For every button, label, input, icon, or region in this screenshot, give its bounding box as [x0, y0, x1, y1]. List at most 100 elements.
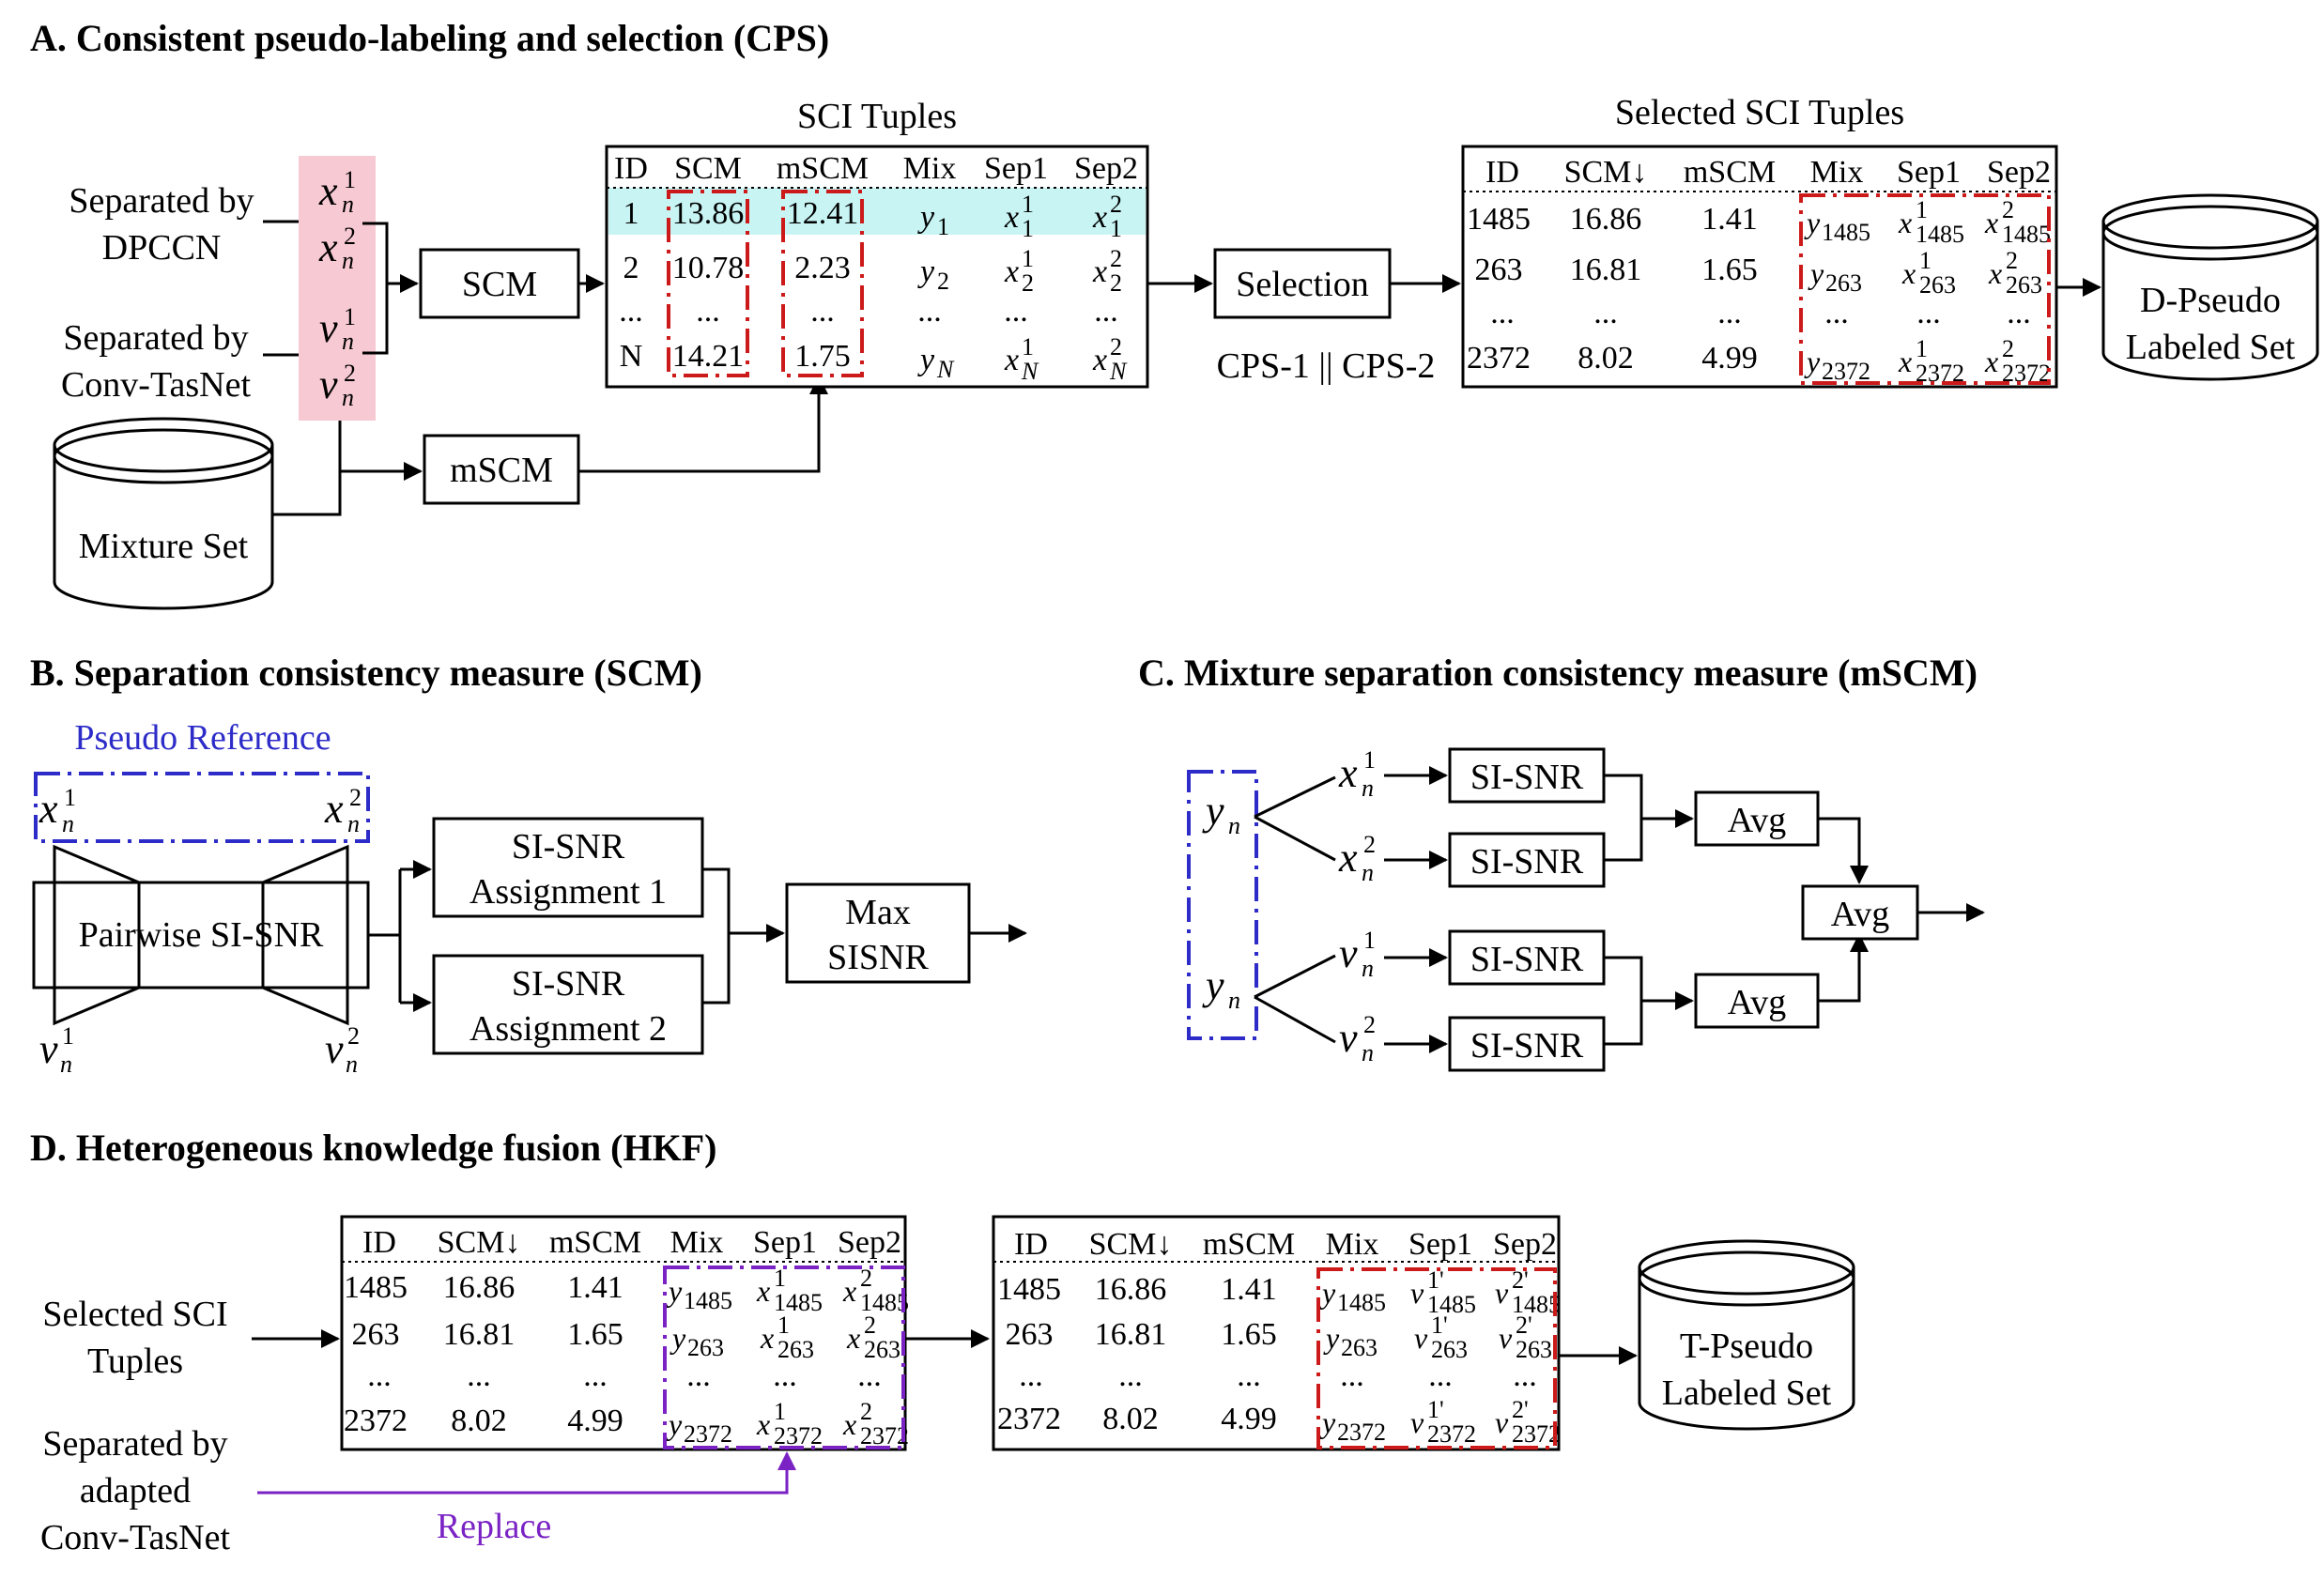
svg-text:Selection: Selection — [1236, 265, 1368, 304]
svg-text:1: 1 — [1919, 247, 1932, 274]
section-a-title: A. Consistent pseudo-labeling and select… — [30, 17, 829, 59]
svg-text:...: ... — [1004, 294, 1028, 329]
scm-column-highlight — [667, 190, 749, 377]
svg-text:...: ... — [1916, 296, 1941, 330]
svg-text:Sep2: Sep2 — [838, 1225, 901, 1260]
svg-text:...: ... — [1513, 1358, 1537, 1393]
svg-text:Mix: Mix — [903, 151, 957, 186]
mix-y-top: y n — [1202, 788, 1240, 839]
svg-text:v: v — [319, 361, 338, 407]
svg-text:2: 2 — [1110, 333, 1122, 360]
svg-text:mSCM: mSCM — [450, 451, 553, 490]
svg-text:x: x — [318, 168, 338, 214]
svg-text:y: y — [1319, 1405, 1336, 1439]
svg-text:SCM: SCM — [674, 151, 742, 186]
hkf-after-row-ellipsis: ... ... ... ... ... ... — [1019, 1358, 1537, 1393]
svg-text:1: 1 — [344, 303, 356, 330]
svg-text:2.23: 2.23 — [794, 251, 851, 285]
svg-text:n: n — [342, 384, 354, 411]
svg-text:1485: 1485 — [997, 1272, 1061, 1307]
svg-text:Mix: Mix — [1810, 155, 1864, 190]
svg-text:v: v — [325, 1026, 344, 1072]
svg-text:v: v — [319, 305, 338, 351]
svg-text:1: 1 — [1022, 245, 1034, 272]
est-v1: v 1 n — [39, 1022, 74, 1078]
svg-text:y: y — [1202, 962, 1224, 1008]
pairwise-left-wedge — [53, 844, 141, 1026]
svg-text:ID: ID — [1014, 1227, 1048, 1262]
svg-text:2: 2 — [937, 268, 949, 295]
svg-text:Mixture Set: Mixture Set — [79, 527, 249, 566]
svg-text:SCM↓: SCM↓ — [1089, 1227, 1173, 1262]
svg-text:n: n — [1362, 1039, 1374, 1066]
svg-text:mSCM: mSCM — [1203, 1227, 1295, 1262]
svg-text:...: ... — [1340, 1358, 1364, 1393]
convtasnet-label-line2: Conv-TasNet — [61, 365, 252, 405]
svg-text:...: ... — [1118, 1358, 1143, 1393]
svg-text:1.65: 1.65 — [1701, 253, 1758, 287]
hkf-replace-highlight — [663, 1266, 905, 1450]
svg-text:2: 2 — [864, 1312, 876, 1339]
svg-text:1485: 1485 — [1427, 1291, 1476, 1318]
svg-text:1: 1 — [1363, 746, 1376, 774]
c-sisnr-box-1 — [1448, 747, 1606, 804]
svg-text:...: ... — [1824, 296, 1849, 330]
svg-text:n: n — [1362, 775, 1374, 802]
svg-text:n: n — [1362, 955, 1374, 982]
svg-text:Mix: Mix — [670, 1225, 724, 1260]
svg-text:mSCM: mSCM — [549, 1225, 641, 1260]
svg-text:1: 1 — [937, 213, 949, 240]
svg-text:Max: Max — [845, 893, 911, 932]
svg-text:Avg: Avg — [1728, 801, 1787, 840]
max-sisnr-box — [785, 882, 971, 984]
svg-text:y: y — [1319, 1276, 1336, 1310]
mixture-link — [272, 421, 342, 516]
svg-text:v: v — [1339, 1015, 1358, 1061]
svg-text:SCM↓: SCM↓ — [1564, 155, 1648, 190]
svg-text:Labeled Set: Labeled Set — [2126, 328, 2296, 367]
svg-text:v: v — [1410, 1276, 1424, 1310]
svg-text:Assignment 2: Assignment 2 — [469, 1009, 667, 1049]
svg-text:Mix: Mix — [1326, 1227, 1379, 1262]
svg-text:2372: 2372 — [684, 1420, 732, 1448]
section-b: Pseudo Reference x 1 n x 2 n Pairwise SI… — [32, 718, 1027, 1078]
svg-text:...: ... — [917, 294, 942, 329]
svg-text:y: y — [1804, 345, 1821, 378]
svg-text:...: ... — [810, 294, 835, 329]
svg-text:263: 263 — [2006, 271, 2042, 299]
svg-text:Pairwise SI-SNR: Pairwise SI-SNR — [79, 915, 324, 955]
svg-text:x: x — [756, 1274, 770, 1308]
svg-text:1: 1 — [1022, 333, 1034, 360]
svg-text:y: y — [917, 343, 935, 377]
svg-text:D-Pseudo: D-Pseudo — [2140, 281, 2281, 320]
svg-text:x: x — [1984, 206, 1998, 239]
svg-text:4.99: 4.99 — [1221, 1402, 1277, 1436]
svg-text:y: y — [1202, 788, 1224, 834]
svg-text:1: 1 — [1022, 215, 1034, 242]
svg-text:x: x — [1898, 345, 1912, 378]
svg-text:x: x — [1338, 835, 1358, 881]
svg-text:263: 263 — [864, 1336, 900, 1363]
svg-text:1485: 1485 — [774, 1289, 823, 1316]
svg-text:N: N — [1109, 358, 1128, 385]
mscm-box — [423, 434, 580, 505]
hkf-table-before — [340, 1215, 907, 1451]
svg-text:ID: ID — [1485, 155, 1519, 190]
svg-text:x: x — [842, 1407, 856, 1441]
svg-text:x: x — [1988, 256, 2002, 290]
svg-text:...: ... — [1717, 296, 1742, 330]
svg-text:...: ... — [619, 294, 643, 329]
svg-text:x: x — [318, 224, 338, 270]
svg-text:...: ... — [1490, 296, 1515, 330]
svg-text:2: 2 — [1110, 191, 1122, 218]
svg-text:4.99: 4.99 — [567, 1404, 623, 1438]
svg-text:2: 2 — [1022, 269, 1034, 297]
replace-label: Replace — [437, 1507, 551, 1546]
svg-text:1485: 1485 — [1467, 202, 1531, 237]
svg-text:n: n — [60, 1051, 72, 1078]
svg-text:...: ... — [1019, 1358, 1043, 1393]
svg-text:263: 263 — [1006, 1317, 1054, 1352]
